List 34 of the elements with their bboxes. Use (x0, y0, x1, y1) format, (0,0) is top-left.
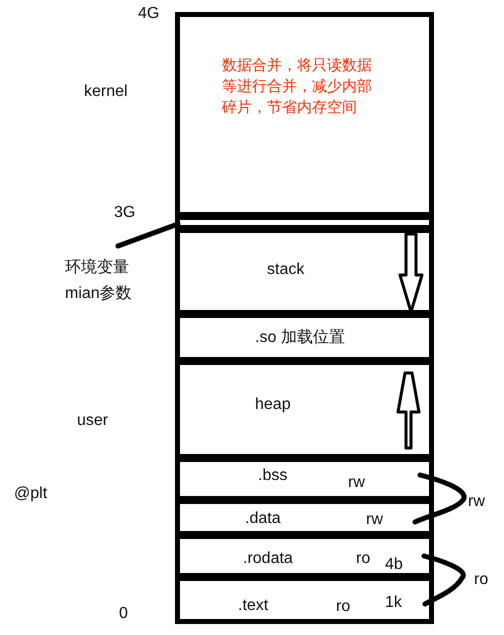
segment-label: .data (245, 509, 281, 529)
segment-label: .so 加载位置 (255, 328, 345, 348)
memory-segment (175, 12, 434, 217)
label: 4G (138, 4, 160, 24)
memory-segment (175, 457, 434, 501)
segment-label: ro (356, 549, 370, 569)
annotation-note: 数据合并，将只读数据等进行合并，减少内部碎片，节省内存空间 (222, 56, 372, 118)
label: rw (468, 492, 485, 512)
segment-label: 1k (385, 593, 402, 613)
label: user (77, 411, 108, 431)
segment-label: 环境变量 (65, 258, 129, 278)
segment-label: .text (238, 596, 268, 616)
memory-segment (175, 360, 434, 459)
segment-label: rw (366, 510, 383, 530)
leader-line (116, 222, 180, 248)
segment-label: 4b (385, 555, 403, 575)
memory-segment (175, 215, 434, 230)
segment-label: rw (348, 473, 365, 493)
label: 0 (119, 604, 128, 624)
segment-label: heap (255, 395, 291, 415)
label: ro (474, 570, 488, 590)
label: kernel (84, 82, 128, 102)
segment-label: mian参数 (65, 284, 132, 304)
label: 3G (114, 203, 136, 223)
label: @plt (14, 484, 48, 504)
segment-label: .bss (258, 466, 288, 486)
segment-label: .rodata (243, 549, 293, 569)
memory-segment (175, 499, 434, 536)
memory-segment (175, 228, 434, 315)
segment-label: ro (336, 597, 350, 617)
memory-segment (175, 534, 434, 578)
memory-segment (175, 313, 434, 362)
segment-label: stack (267, 260, 304, 280)
memory-segment (175, 576, 434, 624)
